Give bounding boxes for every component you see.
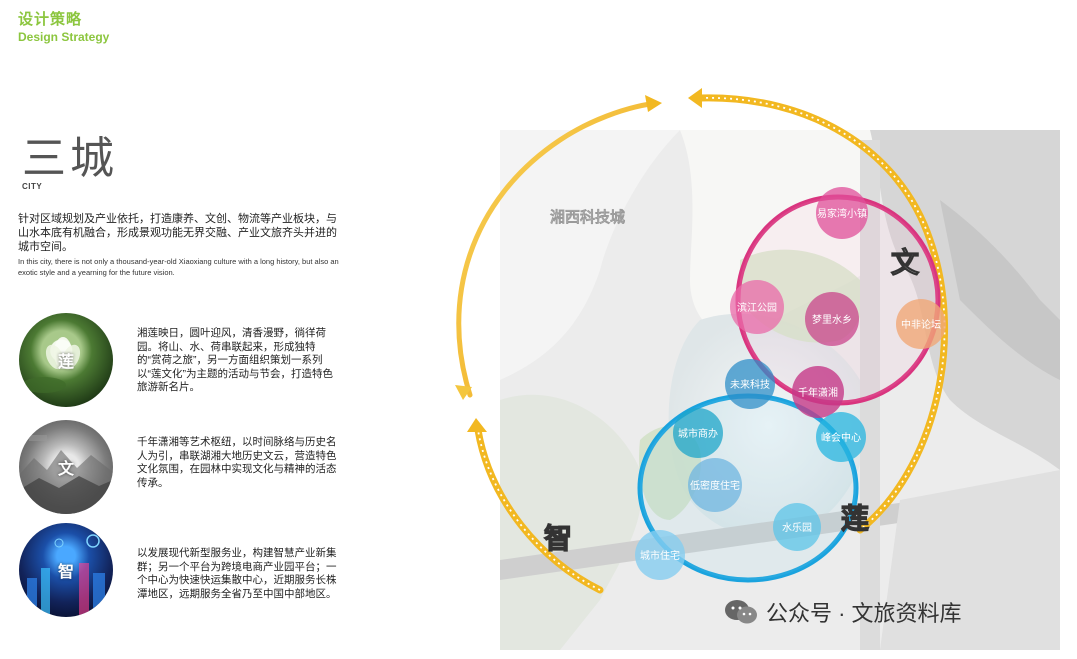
node-label: 低密度住宅 [690, 479, 740, 492]
node-label: 城市商办 [678, 427, 718, 440]
node-shuileyuan[interactable]: 水乐园 [773, 503, 821, 551]
node-weilai[interactable]: 未来科技 [725, 359, 775, 409]
node-label: 梦里水乡 [812, 314, 852, 326]
node-label: 滨江公园 [737, 301, 777, 314]
node-zhongfei[interactable]: 中非论坛 [896, 299, 946, 349]
arrow-head-icon [455, 385, 472, 400]
node-chengshizhuzhai[interactable]: 城市住宅 [635, 530, 685, 580]
node-label: 城市住宅 [640, 549, 680, 562]
arrow-head-icon [467, 418, 487, 432]
watermark-text: 公众号 · 文旅资料库 [766, 601, 962, 626]
culture-image: 文 [19, 420, 113, 514]
page-header: 设计策略 Design Strategy [18, 8, 109, 44]
node-mengli[interactable]: 梦里水乡 [805, 292, 859, 346]
node-dimidu[interactable]: 低密度住宅 [688, 458, 742, 512]
smart-label: 智 [57, 562, 74, 581]
lotus-icon [22, 337, 81, 393]
feature-culture-text: 千年潇湘等艺术枢纽，以时间脉络与历史名人为引，串联湖湘大地历史文云，营造特色文化… [137, 436, 337, 489]
section-title: 三城 [22, 133, 118, 184]
node-yijiawan[interactable]: 易家湾小镇 [816, 187, 868, 239]
ring-label-wen: 文 [891, 246, 919, 279]
node-label: 中非论坛 [901, 318, 941, 331]
lotus-image: 莲 [19, 313, 113, 407]
wechat-icon [724, 598, 758, 626]
node-label: 未来科技 [730, 378, 770, 391]
node-label: 千年潇湘 [798, 386, 838, 399]
lotus-label: 莲 [57, 352, 74, 371]
node-label: 水乐园 [782, 522, 812, 534]
feature-lotus-text: 湘莲映日，圆叶迎风，清香漫野，徜徉荷园。将山、水、荷串联起来，形成独特的“赏荷之… [137, 327, 333, 393]
intro-text-en: In this city, there is not only a thousa… [18, 257, 339, 277]
node-binjiang[interactable]: 滨江公园 [730, 280, 784, 334]
node-label: 易家湾小镇 [817, 207, 867, 220]
node-fenghui[interactable]: 峰会中心 [816, 412, 866, 462]
landscape-painting-icon [19, 435, 113, 514]
arrow-head-icon [645, 95, 662, 112]
node-label: 峰会中心 [821, 431, 861, 444]
feature-smart-text: 以发展现代新型服务业，构建智慧产业新集群；另一个平台为跨境电商产业园平台；一个中… [137, 547, 337, 600]
yellow-cycle-arrows [455, 88, 948, 594]
section-subtitle: CITY [22, 182, 43, 191]
arrow-head-icon [688, 88, 702, 108]
ring-label-zhi: 智 [544, 522, 572, 555]
header-title-en: Design Strategy [18, 30, 110, 44]
map-district-label: 湘西科技城 [550, 208, 625, 226]
culture-label: 文 [57, 459, 74, 478]
node-chengshishangban[interactable]: 城市商办 [673, 408, 723, 458]
ring-label-lian: 莲 [841, 502, 869, 535]
node-qiannian[interactable]: 千年潇湘 [792, 366, 844, 418]
header-title-cn: 设计策略 [18, 11, 83, 28]
watermark: 公众号 · 文旅资料库 [724, 596, 962, 628]
intro-text-cn: 针对区域规划及产业依托，打造康养、文创、物流等产业板块，与山水本底有机融合，形成… [18, 213, 337, 253]
smart-city-image: 智 [19, 523, 113, 617]
